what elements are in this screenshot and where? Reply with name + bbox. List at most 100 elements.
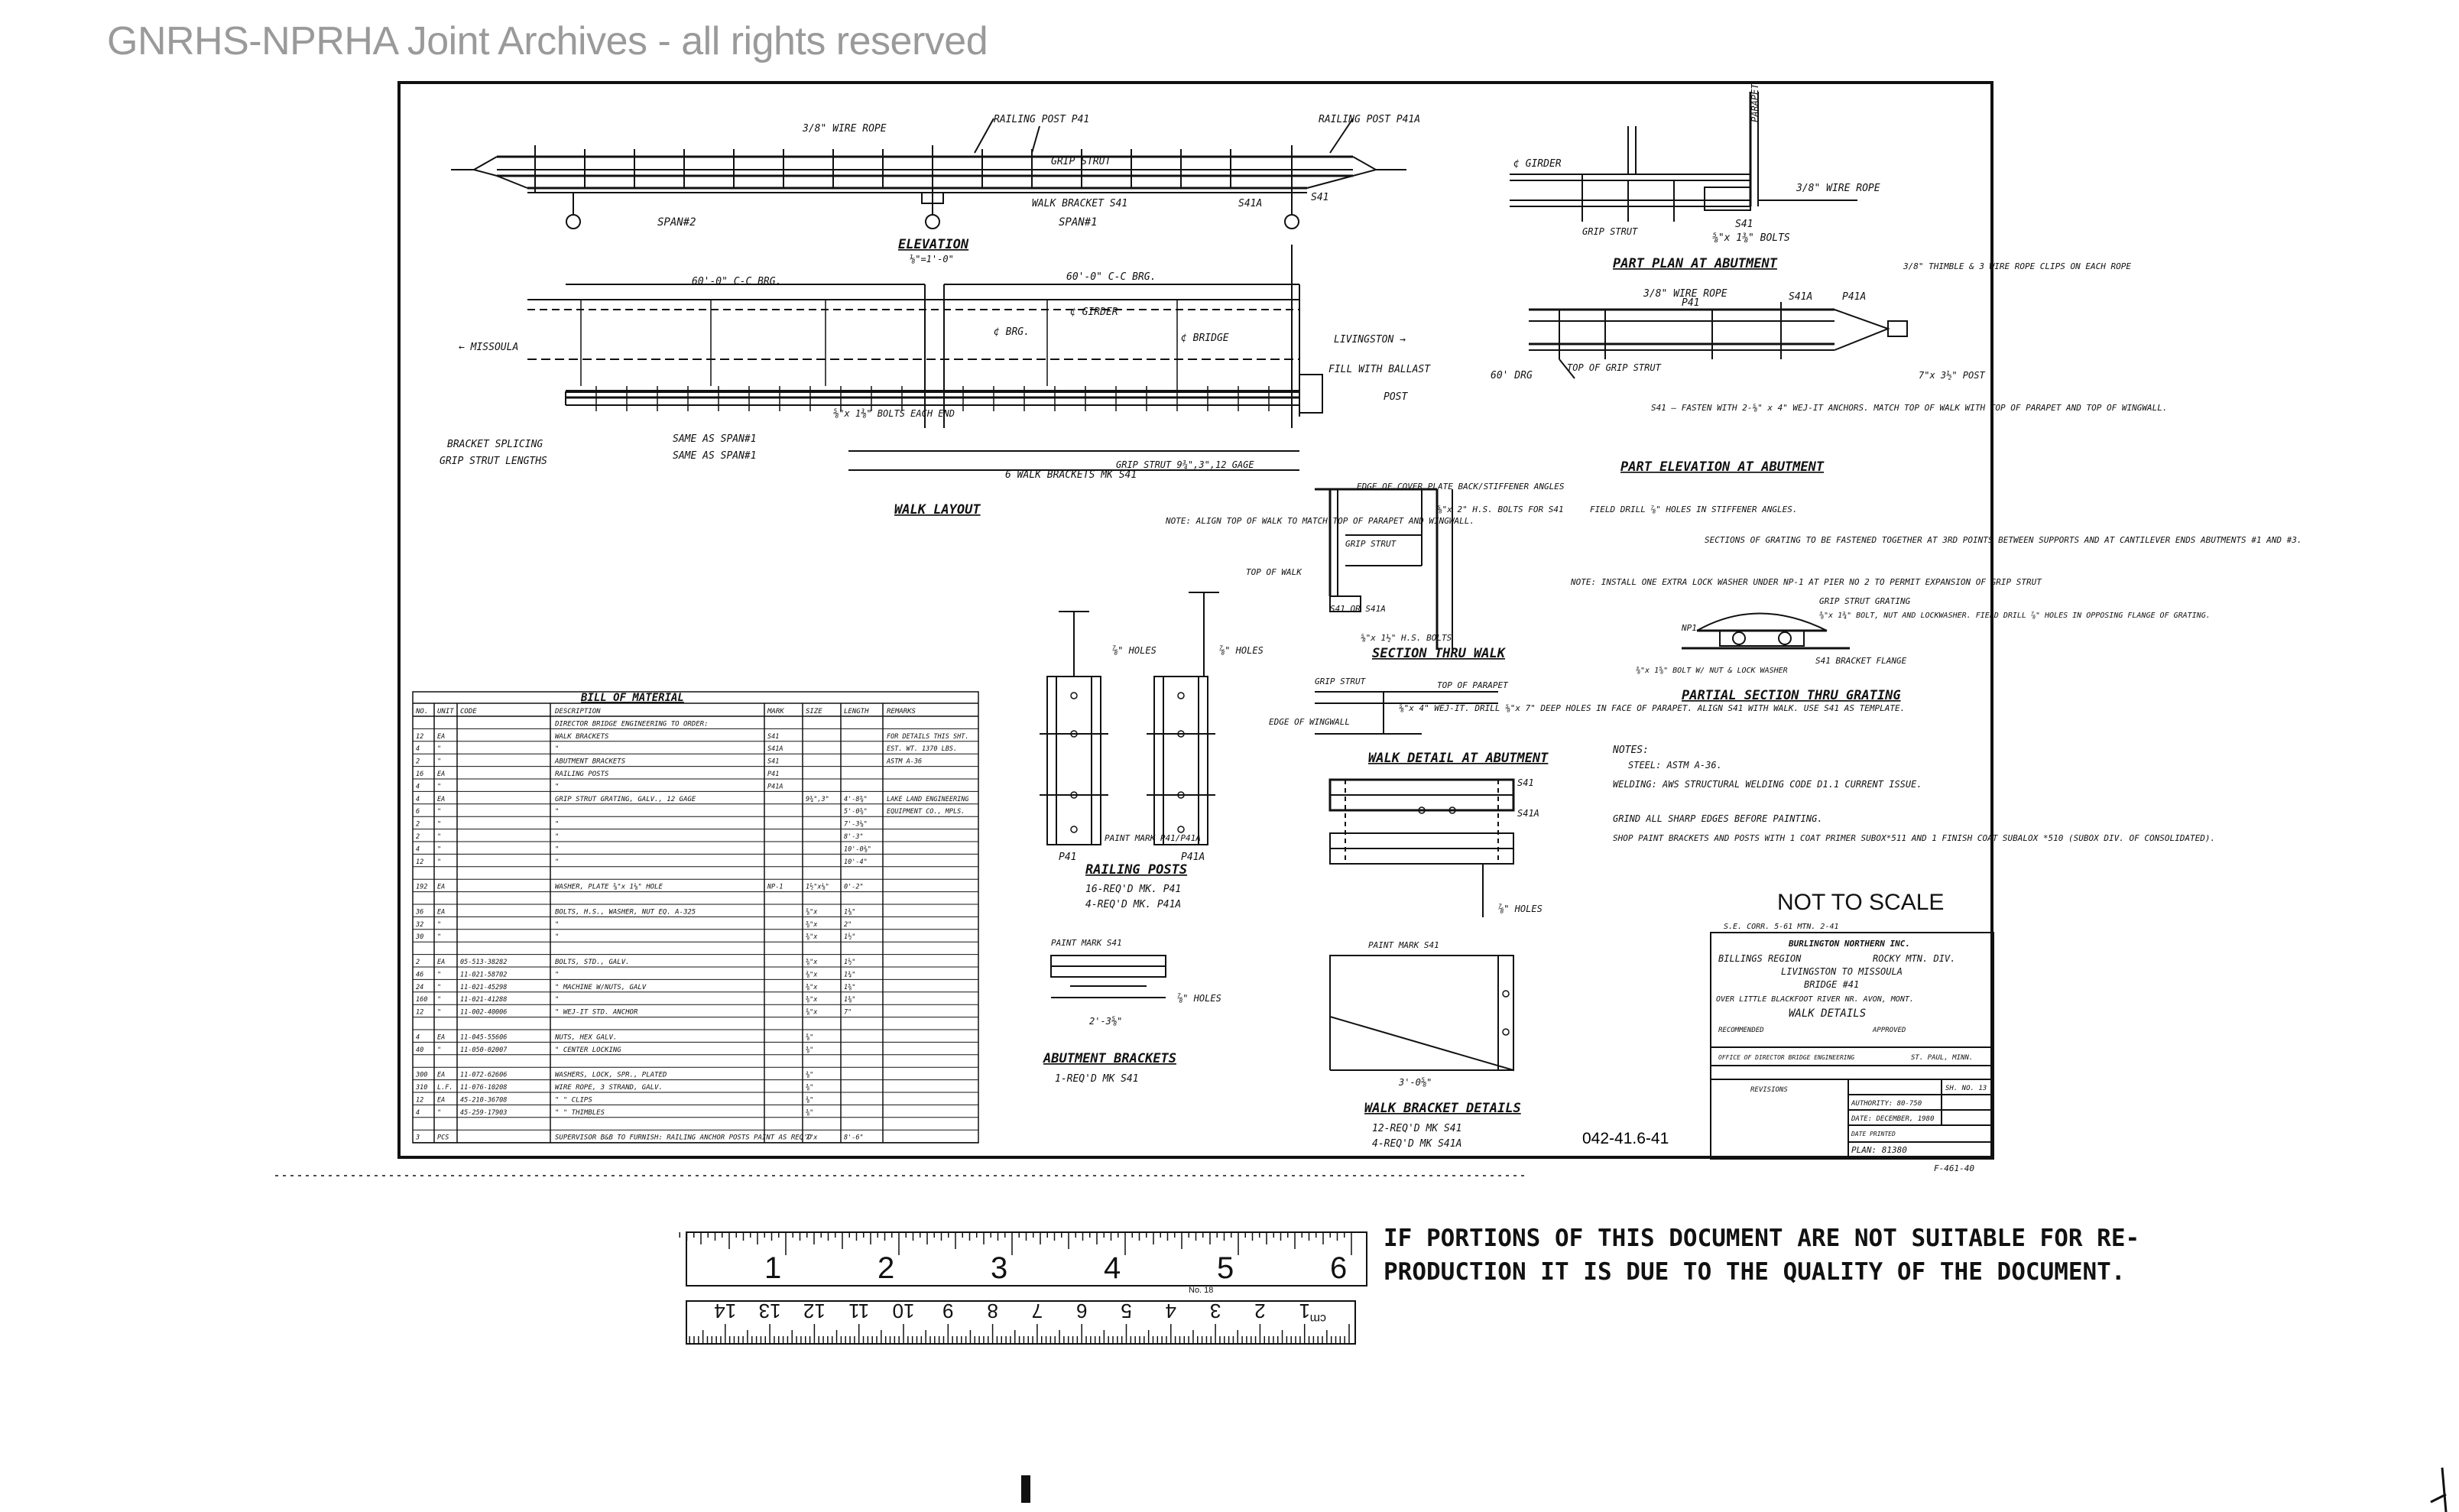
label-dim2: 60'-0" C-C BRG. (1066, 271, 1156, 283)
label-wd-top-parapet: TOP OF PARAPET (1437, 680, 1509, 690)
bom-cell: " (437, 758, 441, 766)
label-grip-strut-spec: GRIP STRUT 9¾",3",12 GAGE (1116, 459, 1254, 470)
label-s41a: S41A (1238, 198, 1262, 209)
bom-cell: 4 (416, 796, 420, 803)
bom-row: 12""10'-4" (416, 858, 868, 866)
note-line-2: WELDING: AWS STRUCTURAL WELDING CODE D1.… (1613, 779, 1922, 790)
bom-cell: " WEJ-IT STD. ANCHOR (555, 1009, 638, 1017)
section-walk-title: SECTION THRU WALK (1372, 646, 1507, 661)
bom-cell: 36 (415, 908, 423, 916)
label-post: POST (1384, 391, 1408, 403)
label-livingston: LIVINGSTON → (1334, 334, 1406, 346)
tb-bridge: BRIDGE #41 (1804, 979, 1859, 990)
label-pe-thimble: 3/8" THIMBLE & 3 WIRE ROPE CLIPS ON EACH… (1903, 261, 2131, 271)
bom-cell: " (555, 783, 559, 790)
label-rp-p41a: P41A (1181, 852, 1205, 863)
part-plan-view (1510, 92, 1857, 222)
bom-cell: 1⅜" (844, 996, 855, 1004)
ruler-mark: No. 18 (1189, 1286, 1213, 1295)
bom-header-cell: DESCRIPTION (554, 708, 601, 715)
walk-bracket-req2: 4-REQ'D MK S41A (1372, 1138, 1461, 1150)
label-railing-post-a: RAILING POST P41A (1319, 114, 1420, 125)
bom-cell: 11-021-41288 (460, 996, 507, 1004)
label-sw-edge: EDGE OF COVER PLATE BACK/STIFFENER ANGLE… (1357, 482, 1565, 492)
bom-cell: 7"x (806, 1134, 818, 1142)
walk-bracket-details-title: WALK BRACKET DETAILS (1364, 1101, 1521, 1116)
bom-cell: 11-021-58702 (460, 971, 507, 978)
bom-cell: 310 (415, 1084, 427, 1092)
railing-posts-req1: 16-REQ'D MK. P41 (1085, 884, 1181, 895)
bom-cell: ⅝"x (806, 959, 818, 966)
bom-cell: 12 (416, 1096, 423, 1104)
bom-cell: " (555, 971, 559, 978)
walk-layout-title: WALK LAYOUT (894, 502, 981, 518)
bom-cell: " (555, 833, 559, 841)
walk-detail-view (1315, 691, 1498, 735)
bom-cell: EQUIPMENT CO., MPLS. (887, 808, 965, 816)
part-plan-title: PART PLAN AT ABUTMENT (1613, 256, 1778, 271)
cm-number: 9 (942, 1299, 953, 1322)
bom-cell: EA (437, 1072, 445, 1079)
bom-cell: " (437, 821, 441, 829)
label-ab-holes: ⅞" HOLES (1177, 993, 1221, 1004)
bom-cell: NP-1 (767, 884, 783, 891)
walk-bracket-req1: 12-REQ'D MK S41 (1372, 1123, 1461, 1134)
bom-cell: 2 (416, 758, 420, 766)
label-wd-note: ⅝"x 4" WEJ-IT. DRILL ⅝"x 7" DEEP HOLES I… (1399, 703, 1905, 713)
bom-cell: ASTM A-36 (886, 758, 922, 766)
bom-cell: " (437, 783, 441, 790)
inch-number: 3 (991, 1251, 1007, 1285)
label-bridge: ¢ BRIDGE (1181, 333, 1229, 344)
label-pe-note: S41 — FASTEN WITH 2-⅝" x 4" WEJ-IT ANCHO… (1651, 403, 2168, 413)
cm-number: 4 (1166, 1299, 1176, 1322)
tb-approved: APPROVED (1872, 1027, 1906, 1034)
cm-number: 10 (893, 1299, 915, 1322)
label-gr-np1: NP1 (1681, 623, 1697, 633)
label-wb-s41: S41 (1517, 777, 1534, 788)
abutment-brackets-view (1050, 955, 1166, 998)
label-ab-dim: 2'-3⅝" (1089, 1016, 1122, 1027)
label-pe-p41: P41 (1682, 297, 1699, 309)
cm-number: 6 (1076, 1299, 1087, 1322)
bom-cell: 2" (844, 921, 852, 929)
bom-cell: EST. WT. 1370 LBS. (887, 745, 957, 753)
bom-row: 6""5'-0⅝"EQUIPMENT CO., MPLS. (416, 808, 965, 816)
bom-cell: 6 (416, 808, 420, 816)
label-rp-paint: PAINT MARK P41/P41A (1105, 833, 1201, 843)
bom-cell: 30 (415, 933, 423, 941)
not-to-scale: NOT TO SCALE (1777, 890, 1944, 915)
bom-cell: 4'-8⅝" (844, 796, 868, 803)
label-walk-bracket: WALK BRACKET S41 (1032, 198, 1127, 209)
cm-number: 8 (987, 1299, 998, 1322)
corner-mark (2430, 1467, 2448, 1512)
tb-date-printed: DATE PRINTED (1851, 1131, 1896, 1137)
bom-cell: 11-021-45298 (460, 984, 507, 991)
bom-cell: 16 (416, 771, 423, 778)
tb-line: LIVINGSTON TO MISSOULA (1781, 966, 1903, 977)
label-plan-bolts: ⅝"x 1⅜" BOLTS (1712, 232, 1790, 244)
walk-detail-title: WALK DETAIL AT ABUTMENT (1368, 751, 1549, 766)
bom-cell: ⅜" (806, 1072, 813, 1079)
label-sw-note: NOTE: ALIGN TOP OF WALK TO MATCH TOP OF … (1165, 516, 1474, 526)
cm-number: 2 (1254, 1299, 1265, 1322)
bom-cell: 7" (844, 1009, 852, 1017)
bom-cell: 45-259-17903 (460, 1109, 507, 1117)
bom-cell: " " CLIPS (555, 1096, 592, 1104)
scan-mark (1021, 1475, 1030, 1503)
bom-cell: 2 (416, 959, 420, 966)
label-wd-edge-wingwall: EDGE OF WINGWALL (1269, 717, 1350, 727)
bom-cell: " (437, 745, 441, 753)
label-grip-strut-lengths: GRIP STRUT LENGTHS (440, 456, 547, 467)
bom-cell: 4 (416, 1109, 420, 1117)
label-wire-rope: 3/8" WIRE ROPE (802, 123, 887, 135)
bom-header-cell: REMARKS (887, 708, 916, 715)
label-pe-top-grip: TOP OF GRIP STRUT (1567, 362, 1662, 373)
label-pe-p41a: P41A (1842, 291, 1866, 303)
bom-header-cell: UNIT (437, 708, 454, 715)
bom-cell: " (437, 971, 441, 978)
bom-cell: 24 (416, 984, 423, 991)
note-line-1: STEEL: ASTM A-36. (1628, 760, 1722, 771)
